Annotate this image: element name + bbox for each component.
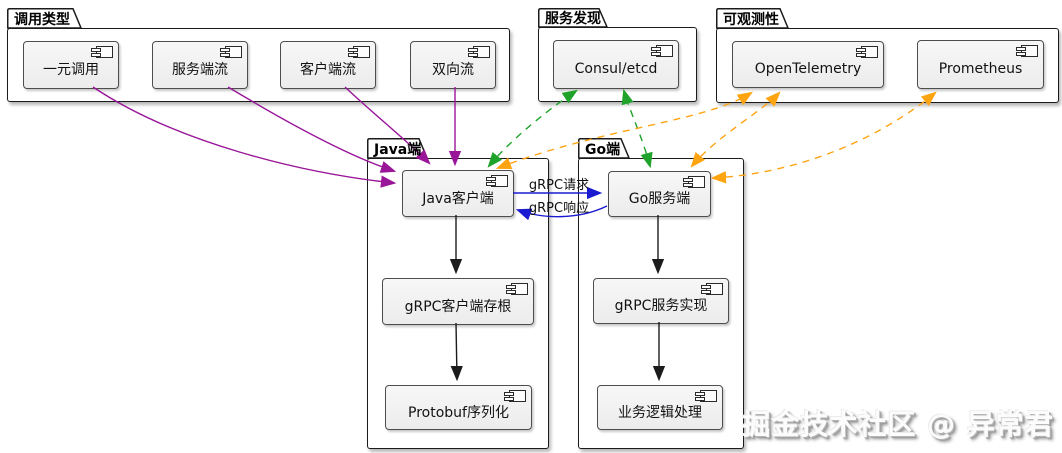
node-label: 一元调用: [43, 62, 99, 78]
node-protobuf-serialization: Protobuf序列化: [385, 385, 532, 430]
component-icon: [468, 46, 490, 60]
edge-java-client-opentelemetry: [495, 91, 753, 170]
edge-go-server-consul: [621, 88, 653, 169]
edge-go-server-prometheus: [710, 91, 937, 184]
component-icon: [701, 283, 723, 297]
component-icon: [506, 283, 528, 297]
node-label: gRPC服务实现: [614, 298, 708, 314]
node-label: 业务逻辑处理: [618, 404, 702, 421]
edge-go-server-opentelemetry: [690, 91, 781, 168]
node-label: 客户端流: [300, 62, 356, 78]
component-icon: [504, 390, 526, 404]
package-title-call-types: 调用类型: [14, 12, 70, 28]
node-bidi-stream: 双向流: [410, 41, 496, 89]
component-icon: [683, 176, 705, 190]
node-label: OpenTelemetry: [754, 60, 862, 77]
package-title-java-side: Java端: [374, 142, 422, 158]
package-title-service-discovery: 服务发现: [545, 11, 601, 27]
component-icon: [856, 46, 878, 60]
node-client-stream: 客户端流: [280, 41, 376, 89]
node-grpc-client-stub: gRPC客户端存根: [382, 278, 534, 325]
node-server-stream: 服务端流: [152, 41, 248, 89]
component-icon: [651, 45, 673, 59]
edge-label-grpc-request: gRPC请求: [528, 178, 590, 193]
node-grpc-service-impl: gRPC服务实现: [593, 278, 729, 324]
node-opentelemetry: OpenTelemetry: [732, 41, 884, 88]
node-business-logic: 业务逻辑处理: [597, 385, 723, 430]
node-prometheus: Prometheus: [917, 40, 1044, 89]
node-label: 服务端流: [172, 62, 228, 78]
edge-label-grpc-response: gRPC响应: [528, 201, 590, 216]
package-title-observability: 可观测性: [723, 12, 779, 28]
component-icon: [91, 46, 113, 60]
watermark: 掘金技术社区 @ 异常君: [742, 408, 1054, 441]
component-icon: [1016, 45, 1038, 59]
component-icon: [348, 46, 370, 60]
edge-java-client-consul: [487, 89, 578, 168]
node-label: Go服务端: [628, 191, 691, 207]
node-label: Java客户端: [422, 190, 494, 207]
component-icon: [220, 46, 242, 60]
package-title-go-side: Go端: [585, 142, 621, 158]
node-label: gRPC客户端存根: [404, 298, 512, 315]
node-label: Prometheus: [938, 60, 1023, 77]
node-consul-etcd: Consul/etcd: [553, 40, 679, 89]
node-go-server: Go服务端: [608, 171, 711, 217]
node-label: Consul/etcd: [574, 60, 658, 77]
component-icon: [486, 175, 508, 189]
node-unary-call: 一元调用: [23, 41, 119, 89]
node-label: Protobuf序列化: [408, 404, 509, 421]
component-icon: [695, 390, 717, 404]
node-label: 双向流: [432, 62, 474, 78]
node-java-client: Java客户端: [402, 170, 514, 217]
